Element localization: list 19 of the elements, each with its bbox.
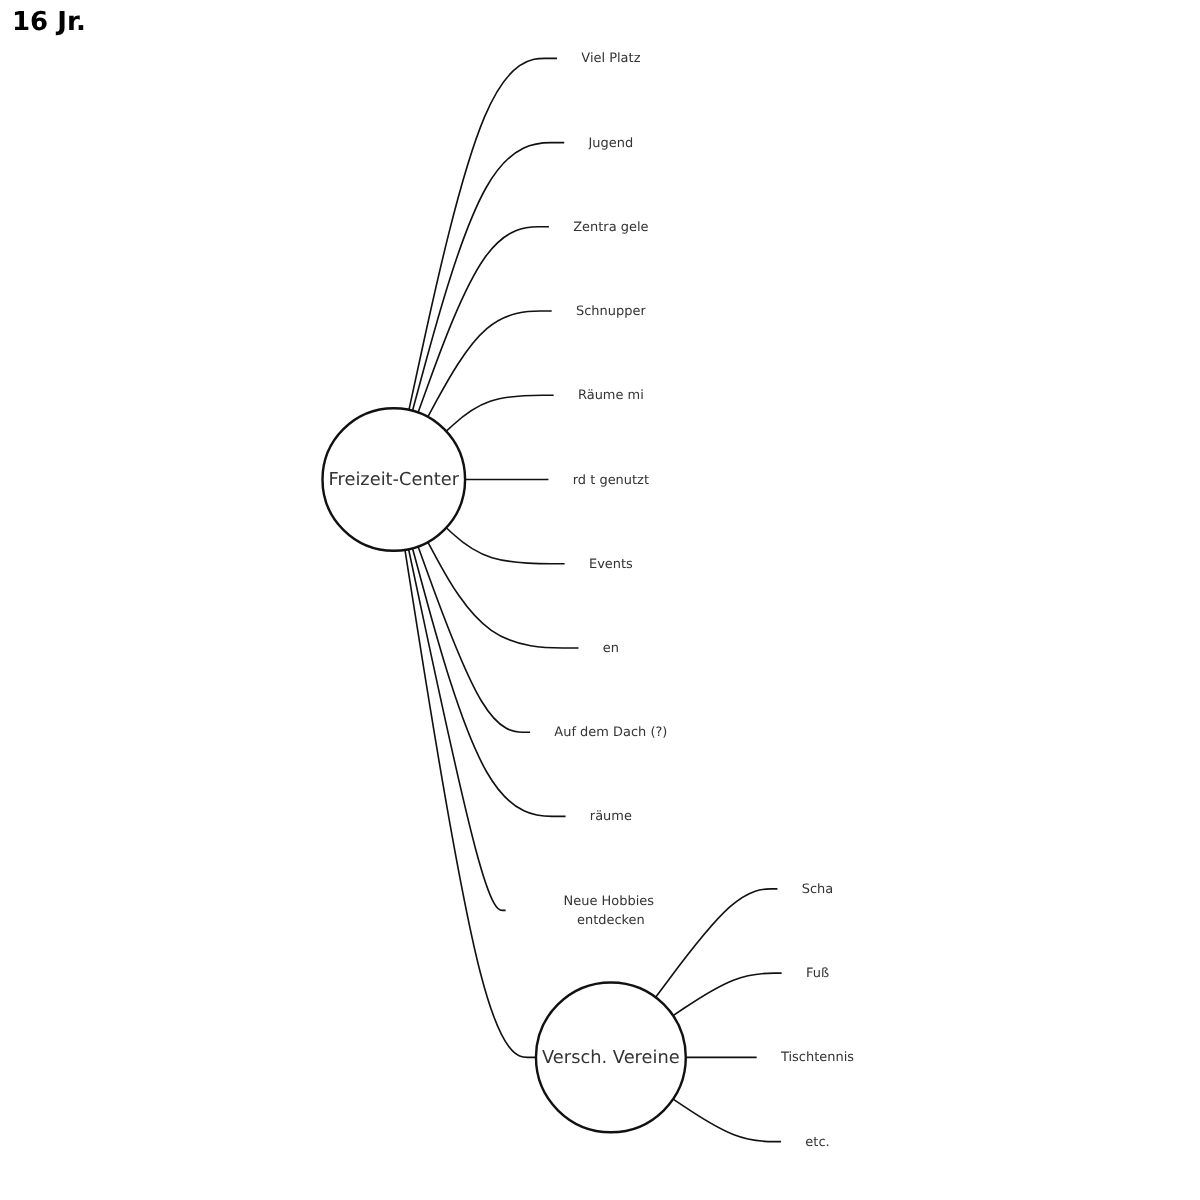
connector: [654, 888, 778, 999]
connector: [463, 478, 549, 481]
connector: [416, 545, 531, 734]
connector: [426, 310, 553, 418]
connector: [426, 541, 579, 649]
connector: [671, 972, 782, 1017]
node-circle: Freizeit-Center: [320, 407, 466, 553]
connector: [411, 141, 565, 412]
connector: [416, 226, 550, 414]
connector: [407, 57, 558, 411]
connector: [407, 548, 506, 912]
connector: [684, 1056, 758, 1059]
connector: [411, 547, 566, 818]
connector: [403, 549, 537, 1059]
connector: [445, 527, 566, 565]
connector: [445, 394, 555, 433]
note-text: 16 Jr.: [12, 8, 86, 38]
connector: [671, 1098, 782, 1143]
node-circle: Versch. Vereine: [534, 981, 687, 1134]
